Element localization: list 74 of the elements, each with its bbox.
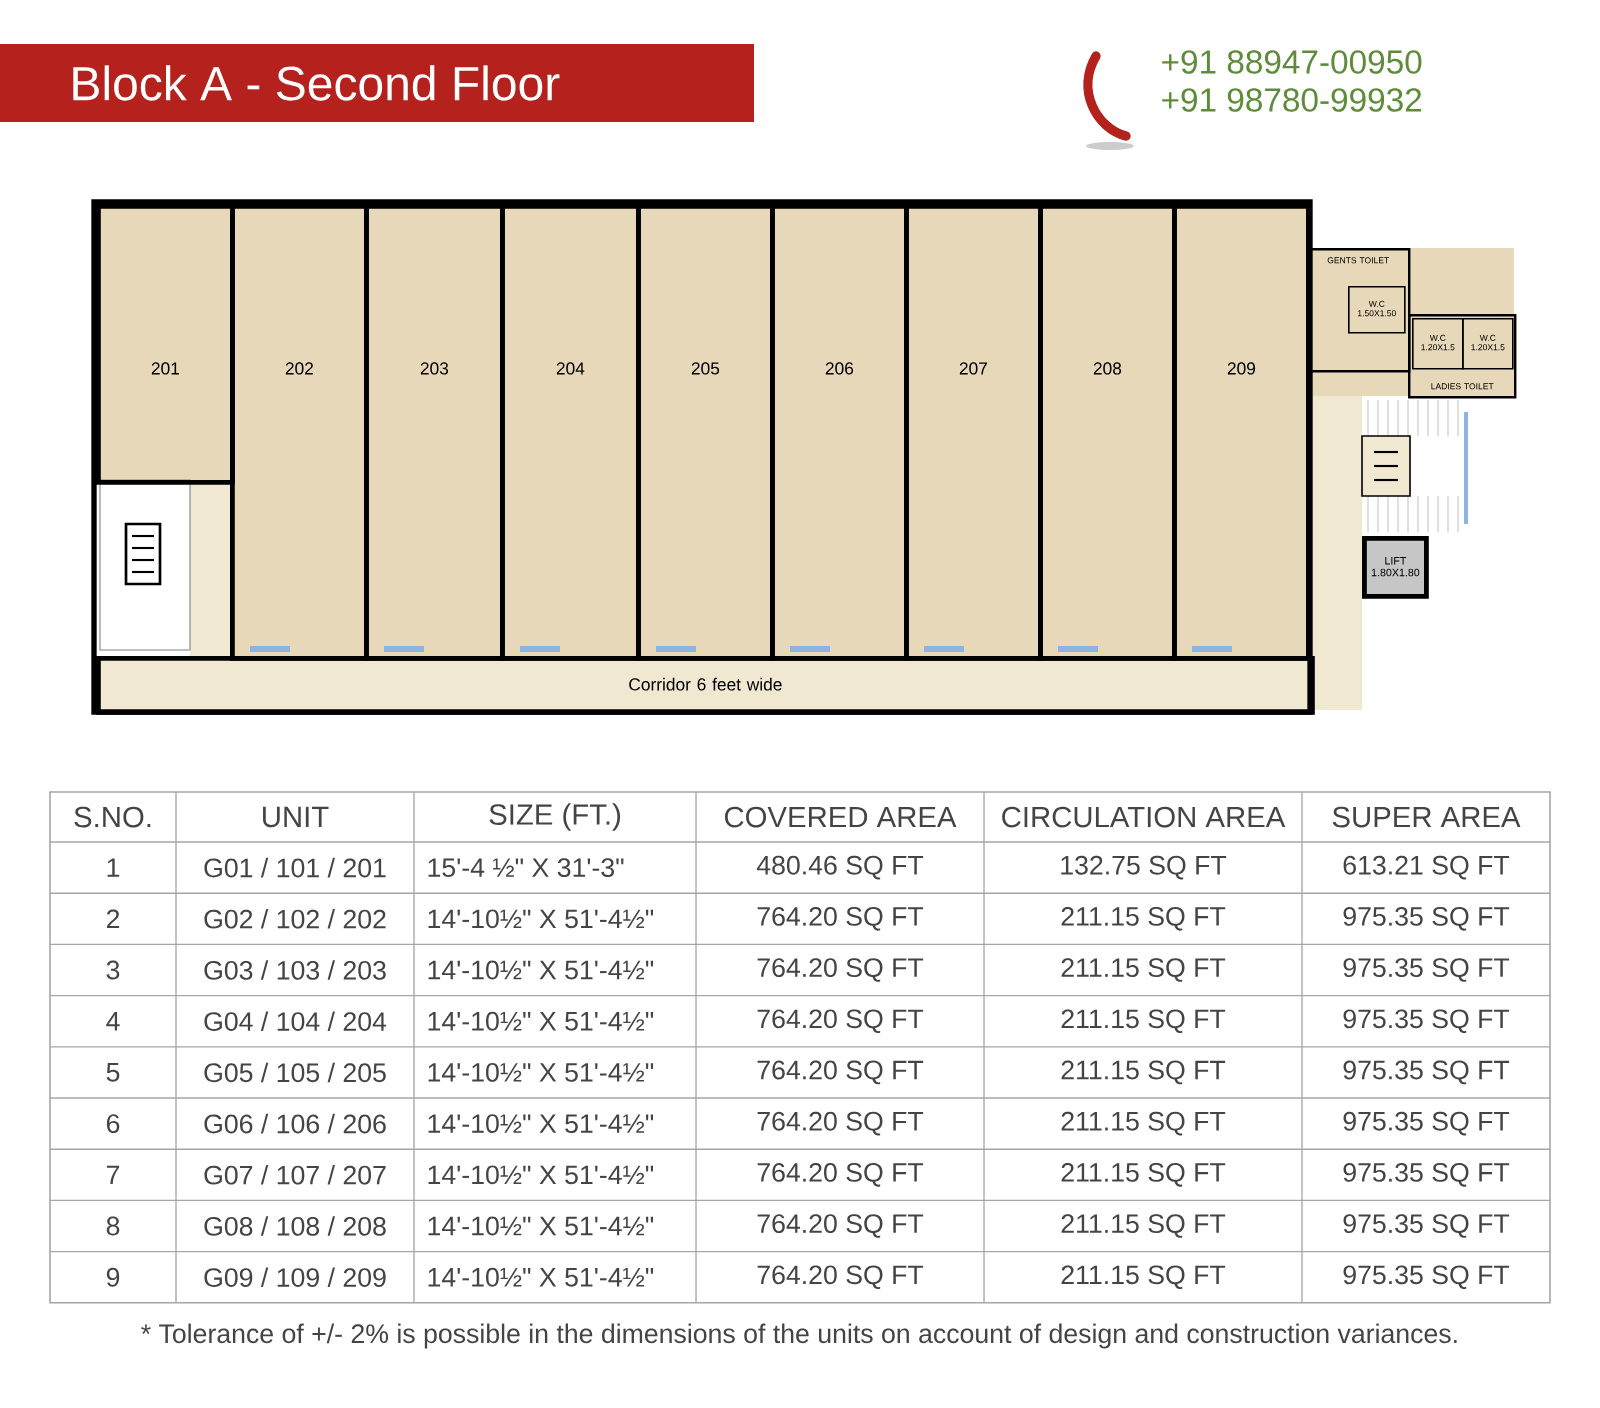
table-cell: 975.35 SQ FT: [1343, 1265, 1510, 1290]
table-cell: 14'-10½" X 51'-4½": [428, 1063, 654, 1082]
unit-room: 206: [770, 204, 909, 661]
unit-room: 209: [1172, 204, 1311, 661]
table-cell: 975.35 SQ FT: [1343, 1214, 1510, 1238]
table-cell: 1: [107, 858, 120, 877]
table-cell: 14'-10½" X 51'-4½": [428, 1114, 654, 1134]
column-header: COVERED AREA: [724, 806, 957, 828]
unit-room: 205: [636, 204, 775, 661]
table-cell: 764.20 SQ FT: [757, 1163, 924, 1187]
unit-room: 201: [96, 204, 235, 485]
table-cell: 764.20 SQ FT: [757, 1265, 924, 1290]
title-banner: Block A - Second Floor: [0, 44, 754, 122]
table-cell: 764.20 SQ FT: [757, 1111, 924, 1136]
table-cell: 14'-10½" X 51'-4½": [428, 909, 654, 929]
table-cell: 211.15 SQ FT: [1061, 1163, 1226, 1187]
table-cell: 211.15 SQ FT: [1061, 907, 1226, 931]
unit-room: 207: [904, 204, 1043, 661]
footnote: * Tolerance of +/- 2% is possible in the dimensions of the units on account of design and construction variances.: [141, 1323, 1457, 1349]
table-cell: 3: [106, 960, 120, 980]
table-cell: G04 / 104 / 204: [204, 1011, 387, 1031]
table-cell: 975.35 SQ FT: [1343, 1163, 1510, 1187]
table-cell: G06 / 106 / 206: [204, 1113, 386, 1134]
table-cell: 7: [106, 1165, 120, 1184]
unit-room: 208: [1038, 204, 1177, 661]
table-cell: 2: [106, 909, 120, 929]
table-cell: G07 / 107 / 207: [204, 1165, 386, 1185]
table-cell: 975.35 SQ FT: [1343, 1009, 1510, 1034]
table-cell: 9: [106, 1267, 120, 1287]
corridor: Corridor 6 feet wide: [96, 656, 1315, 715]
column-header: S.NO.: [74, 806, 151, 828]
table-cell: 613.21 SQ FT: [1343, 855, 1510, 880]
table-cell: 764.20 SQ FT: [757, 1009, 924, 1034]
table-cell: G02 / 102 / 202: [204, 909, 386, 929]
table-cell: 211.15 SQ FT: [1061, 958, 1226, 982]
column-header: CIRCULATION AREA: [1002, 806, 1286, 828]
column-header: SUPER AREA: [1332, 806, 1521, 828]
table-cell: G08 / 108 / 208: [204, 1216, 386, 1236]
table-cell: 211.15 SQ FT: [1061, 1060, 1226, 1085]
table-cell: 764.20 SQ FT: [757, 958, 924, 982]
unit-room: 204: [500, 204, 641, 661]
table-cell: 211.15 SQ FT: [1061, 1214, 1226, 1238]
table-cell: G05 / 105 / 205: [204, 1062, 386, 1083]
table-cell: G01 / 101 / 201: [204, 857, 386, 878]
table-cell: 14'-10½" X 51'-4½": [428, 1011, 654, 1031]
table-cell: 764.20 SQ FT: [757, 1214, 924, 1238]
table-cell: 14'-10½" X 51'-4½": [428, 1216, 654, 1236]
table-cell: 4: [106, 1012, 120, 1031]
table-cell: 14'-10½" X 51'-4½": [428, 1267, 654, 1287]
table-cell: 5: [106, 1063, 120, 1082]
table-cell: 211.15 SQ FT: [1061, 1009, 1226, 1034]
table-cell: 975.35 SQ FT: [1343, 907, 1510, 931]
phone-number: +91 88947-00950: [1162, 50, 1422, 74]
table-cell: 6: [106, 1114, 120, 1134]
phone-number: +91 98780-99932: [1162, 88, 1422, 112]
table-cell: 14'-10½" X 51'-4½": [428, 1165, 654, 1185]
column-header: SIZE (FT.): [489, 803, 620, 831]
table-cell: 14'-10½" X 51'-4½": [428, 960, 654, 980]
table-cell: 480.46 SQ FT: [756, 855, 924, 880]
table-cell: 211.15 SQ FT: [1061, 1111, 1226, 1136]
table-cell: 975.35 SQ FT: [1343, 1111, 1510, 1136]
unit-room: 203: [364, 204, 505, 661]
table-cell: 975.35 SQ FT: [1343, 958, 1510, 982]
unit-room: 202: [230, 204, 369, 661]
table-cell: G09 / 109 / 209: [204, 1267, 386, 1287]
table-cell: 15'-4 ½" X 31'-3": [428, 858, 624, 878]
table-cell: 211.15 SQ FT: [1061, 1265, 1226, 1290]
table-cell: 764.20 SQ FT: [757, 1060, 924, 1085]
table-cell: 132.75 SQ FT: [1061, 855, 1227, 880]
table-cell: 8: [106, 1216, 120, 1236]
table-cell: G03 / 103 / 203: [204, 960, 386, 980]
table-cell: 764.20 SQ FT: [757, 907, 924, 931]
table-cell: 975.35 SQ FT: [1343, 1060, 1510, 1085]
column-header: UNIT: [263, 806, 329, 828]
